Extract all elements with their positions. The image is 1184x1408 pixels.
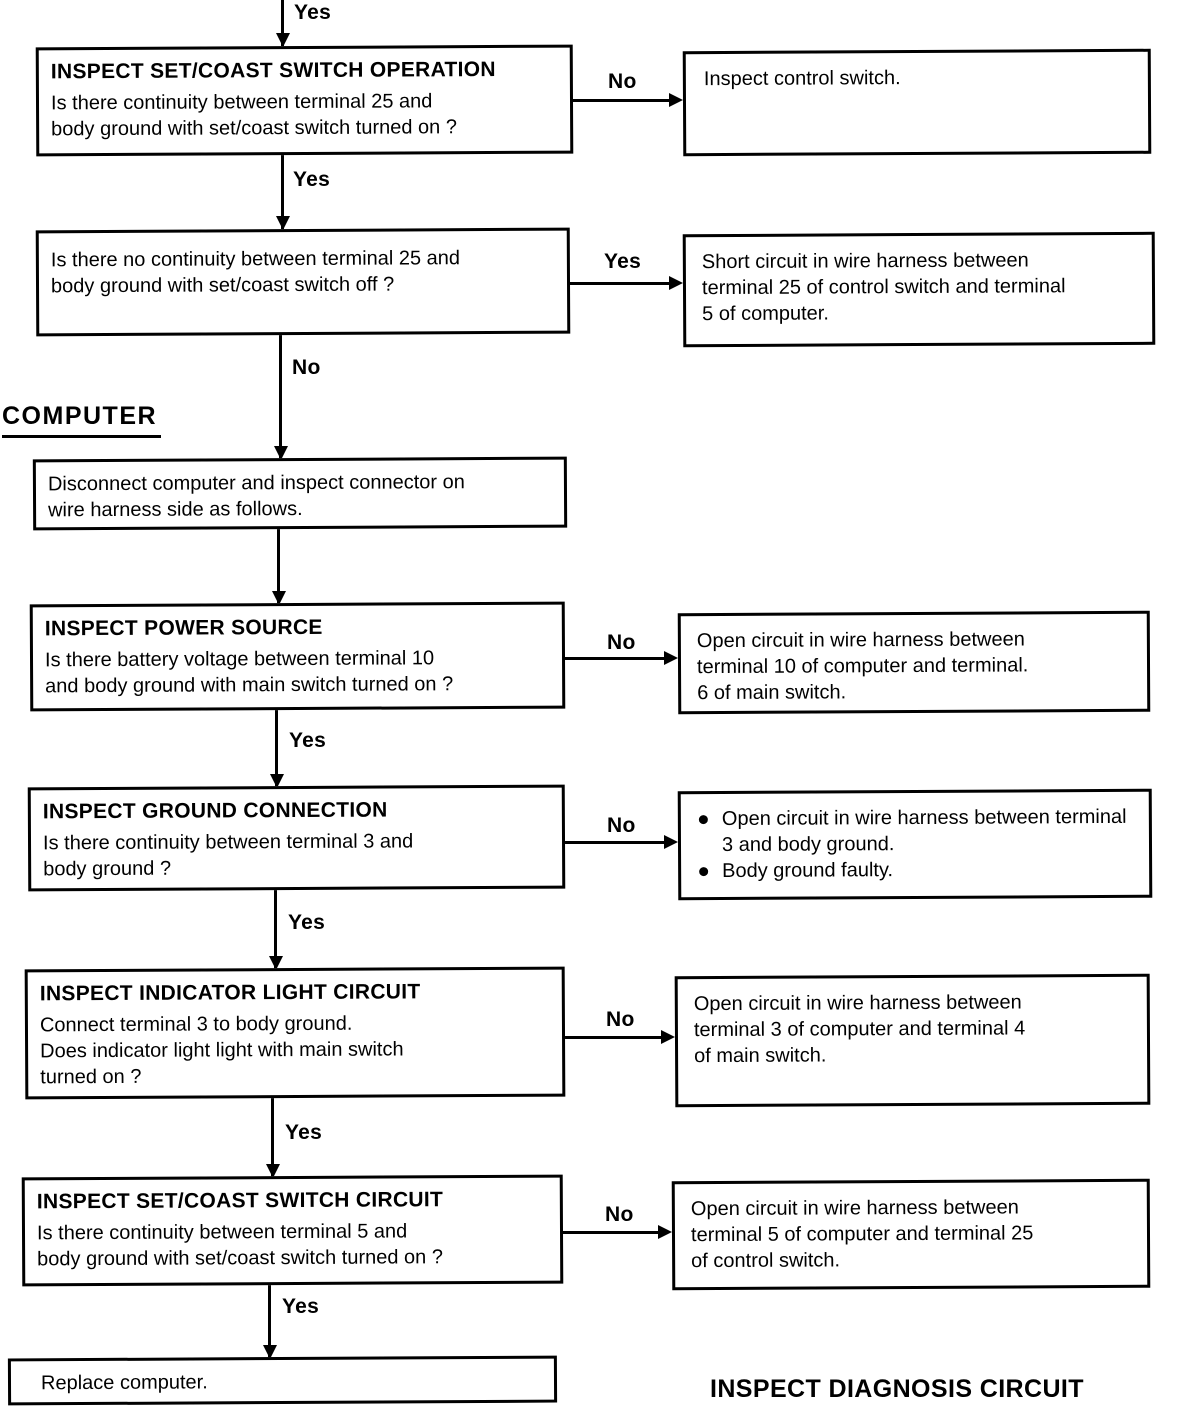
result-bullet-text: Body ground faulty.: [722, 859, 894, 883]
step-text-line: Does indicator light light with main swi…: [40, 1038, 404, 1063]
step-title: INSPECT INDICATOR LIGHT CIRCUIT: [39, 980, 421, 1006]
connector-line: [274, 888, 277, 969]
result-text-line: Short circuit in wire harness between: [701, 249, 1029, 274]
step-box-disconnect-computer: Disconnect computer and inspect connecto…: [32, 456, 568, 531]
result-text-line: Inspect control switch.: [703, 67, 901, 91]
result-bullet-item: Open circuit in wire harness between ter…: [693, 804, 1137, 858]
result-box-inspect-control-switch: Inspect control switch.: [682, 48, 1152, 157]
step-text-line: Replace computer.: [40, 1371, 208, 1395]
step-text-line: and body ground with main switch turned …: [45, 673, 454, 698]
step-text-line: Is there continuity between terminal 25 …: [50, 90, 433, 115]
result-text-line: of main switch.: [694, 1044, 827, 1068]
step-text-line: body ground with set/coast switch turned…: [51, 116, 457, 141]
step-text-line: Connect terminal 3 to body ground.: [39, 1012, 353, 1037]
result-text-line: of control switch.: [691, 1249, 841, 1273]
step-text-line: Is there battery voltage between termina…: [44, 647, 435, 672]
connector-line: [564, 841, 670, 844]
connector-label-no: No: [290, 356, 323, 380]
step-text-line: turned on ?: [40, 1065, 142, 1089]
step-text-line: wire harness side as follows.: [48, 497, 303, 522]
step-box-inspect-set-coast-switch-circuit: INSPECT SET/COAST SWITCH CIRCUIT Is ther…: [21, 1174, 564, 1287]
bullet-icon: [698, 815, 708, 825]
step-text-line: Disconnect computer and inspect connecto…: [47, 471, 465, 496]
connector-line: [561, 1231, 664, 1234]
arrow-right-icon: [669, 276, 683, 290]
result-text-line: Open circuit in wire harness between: [696, 628, 1025, 653]
result-text-line: terminal 25 of control switch and termin…: [701, 275, 1066, 300]
step-title: INSPECT SET/COAST SWITCH OPERATION: [50, 57, 496, 84]
result-text-line: 5 of computer.: [702, 302, 829, 326]
connector-label-no: No: [605, 814, 638, 838]
connector-label-yes: Yes: [283, 1121, 325, 1145]
result-box-open-circuit-terminal-5: Open circuit in wire harness between ter…: [671, 1178, 1151, 1291]
step-box-set-coast-switch-operation: INSPECT SET/COAST SWITCH OPERATION Is th…: [35, 44, 574, 157]
connector-label-yes: Yes: [280, 1295, 322, 1319]
step-box-replace-computer: Replace computer.: [7, 1355, 558, 1406]
result-text-line: Open circuit in wire harness between: [690, 1196, 1019, 1221]
result-text-line: terminal 5 of computer and terminal 25: [690, 1222, 1034, 1247]
bullet-icon: [699, 867, 709, 877]
arrow-down-icon: [272, 591, 286, 605]
connector-label-yes: Yes: [292, 1, 334, 25]
connector-line: [268, 1283, 271, 1358]
arrow-right-icon: [664, 651, 678, 665]
connector-line: [564, 657, 670, 660]
arrow-down-icon: [270, 774, 284, 788]
step-text-line: body ground ?: [43, 857, 172, 881]
connector-line: [275, 707, 278, 787]
arrow-down-icon: [276, 33, 290, 47]
arrow-down-icon: [263, 1345, 277, 1359]
connector-line: [572, 99, 675, 102]
result-box-short-circuit-terminal-25: Short circuit in wire harness between te…: [682, 231, 1156, 348]
result-box-open-circuit-terminal-10: Open circuit in wire harness between ter…: [677, 610, 1151, 715]
step-box-inspect-ground-connection: INSPECT GROUND CONNECTION Is there conti…: [27, 784, 566, 892]
connector-line: [563, 1036, 667, 1039]
connector-label-no: No: [603, 1203, 636, 1227]
result-box-open-circuit-terminal-3-main-switch: Open circuit in wire harness between ter…: [674, 973, 1151, 1108]
connector-label-no: No: [604, 1008, 637, 1032]
connector-label-yes: Yes: [602, 250, 644, 274]
connector-label-yes: Yes: [287, 729, 329, 753]
step-box-inspect-indicator-light-circuit: INSPECT INDICATOR LIGHT CIRCUIT Connect …: [24, 966, 566, 1100]
result-text-line: terminal 3 of computer and terminal 4: [693, 1017, 1026, 1042]
step-title: INSPECT SET/COAST SWITCH CIRCUIT: [36, 1188, 444, 1214]
result-bullet-text: Open circuit in wire harness between ter…: [721, 805, 1127, 857]
arrow-right-icon: [658, 1225, 672, 1239]
connector-line: [277, 527, 280, 604]
arrow-down-icon: [269, 956, 283, 970]
connector-label-no: No: [605, 631, 638, 655]
result-text-line: terminal 10 of computer and terminal.: [696, 654, 1029, 679]
result-bullet-item: Body ground faulty.: [693, 856, 1137, 884]
arrow-right-icon: [669, 93, 683, 107]
step-text-line: body ground with set/coast switch turned…: [37, 1246, 443, 1271]
arrow-right-icon: [661, 1030, 675, 1044]
arrow-down-icon: [266, 1164, 280, 1178]
step-box-inspect-power-source: INSPECT POWER SOURCE Is there battery vo…: [29, 601, 566, 712]
page-title: INSPECT DIAGNOSIS CIRCUIT: [710, 1375, 1084, 1403]
result-text-line: 6 of main switch.: [697, 681, 847, 705]
step-text-line: Is there no continuity between terminal …: [50, 247, 461, 272]
step-text-line: body ground with set/coast switch off ?: [50, 273, 395, 298]
step-title: INSPECT GROUND CONNECTION: [42, 798, 388, 824]
result-text-line: Open circuit in wire harness between: [693, 991, 1022, 1016]
connector-label-yes: Yes: [286, 911, 328, 935]
step-box-no-continuity-check: Is there no continuity between terminal …: [35, 227, 571, 337]
result-box-open-circuit-terminal-3-ground: Open circuit in wire harness between ter…: [677, 788, 1153, 901]
step-title: INSPECT POWER SOURCE: [44, 615, 323, 641]
section-heading-computer: COMPUTER: [2, 402, 162, 438]
arrow-down-icon: [276, 216, 290, 230]
step-text-line: Is there continuity between terminal 5 a…: [36, 1220, 408, 1245]
connector-label-no: No: [606, 70, 639, 94]
arrow-down-icon: [274, 446, 288, 460]
connector-line: [281, 153, 284, 229]
connector-line: [569, 282, 675, 285]
connector-line: [279, 333, 282, 459]
step-text-line: Is there continuity between terminal 3 a…: [42, 830, 414, 855]
arrow-right-icon: [664, 835, 678, 849]
connector-label-yes: Yes: [291, 168, 333, 192]
connector-line: [271, 1096, 274, 1177]
connector-entry-line: [281, 0, 284, 46]
